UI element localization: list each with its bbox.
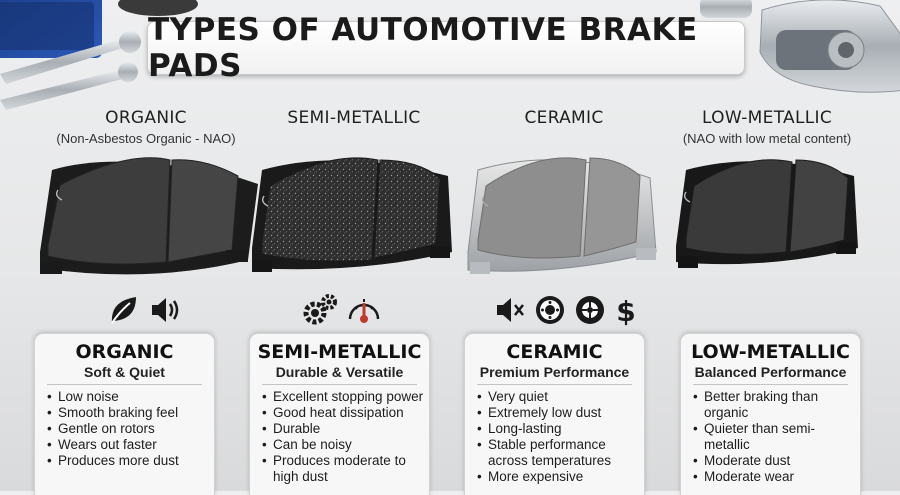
list-item: Wears out faster bbox=[47, 437, 210, 453]
column-heading-semi-metallic: SEMI-METALLIC bbox=[244, 108, 464, 128]
organic-brake-pad bbox=[40, 157, 258, 275]
column-subtitle: (Non-Asbestos Organic - NAO) bbox=[56, 131, 236, 146]
card-title: ORGANIC bbox=[75, 341, 174, 363]
card-tagline: Premium Performance bbox=[477, 364, 632, 385]
info-card-semi-metallic: SEMI-METALLIC Durable & Versatile Excell… bbox=[249, 333, 430, 495]
list-item: Better braking than organic bbox=[693, 389, 856, 421]
list-item: Durable bbox=[262, 421, 425, 437]
column-heading-organic: ORGANIC (Non-Asbestos Organic - NAO) bbox=[36, 108, 256, 146]
temperature-gauge-icon bbox=[346, 293, 382, 327]
ceramic-brake-pad bbox=[467, 157, 657, 274]
page-title: TYPES OF AUTOMOTIVE BRAKE PADS bbox=[148, 12, 698, 84]
icons-ceramic: $ bbox=[476, 292, 656, 328]
list-item: Stable performance across temperatures bbox=[477, 437, 640, 469]
list-item: Moderate dust bbox=[693, 453, 856, 469]
card-title: LOW-METALLIC bbox=[691, 341, 850, 363]
list-item: Long-lasting bbox=[477, 421, 640, 437]
tire-icon bbox=[574, 294, 606, 326]
rotor-icon bbox=[534, 294, 566, 326]
card-tagline: Durable & Versatile bbox=[262, 364, 417, 385]
list-item: Excellent stopping power bbox=[262, 389, 425, 405]
card-tagline: Balanced Performance bbox=[693, 364, 848, 385]
card-tagline: Soft & Quiet bbox=[47, 364, 202, 385]
bowl-icon bbox=[118, 0, 198, 16]
feature-list: Better braking than organic Quieter than… bbox=[681, 389, 860, 485]
info-card-low-metallic: LOW-METALLIC Balanced Performance Better… bbox=[680, 333, 861, 495]
list-item: More expensive bbox=[477, 469, 640, 485]
icons-organic bbox=[54, 292, 234, 328]
feature-list: Low noise Smooth braking feel Gentle on … bbox=[35, 389, 214, 469]
list-item: Produces more dust bbox=[47, 453, 210, 469]
title-plate: TYPES OF AUTOMOTIVE BRAKE PADS bbox=[147, 12, 745, 84]
wrench-icon bbox=[0, 31, 141, 110]
column-name: ORGANIC bbox=[105, 108, 187, 128]
list-item: Smooth braking feel bbox=[47, 405, 210, 421]
list-item: Low noise bbox=[47, 389, 210, 405]
speaker-mute-icon bbox=[494, 294, 526, 326]
column-name: LOW-METALLIC bbox=[701, 108, 833, 128]
gears-icon bbox=[302, 293, 338, 327]
list-item: Quieter than semi-metallic bbox=[693, 421, 856, 453]
column-name: CERAMIC bbox=[524, 108, 604, 128]
info-card-organic: ORGANIC Soft & Quiet Low noise Smooth br… bbox=[34, 333, 215, 495]
icons-semi-metallic bbox=[252, 292, 432, 328]
speaker-quiet-icon bbox=[148, 293, 182, 327]
low-metallic-brake-pad bbox=[676, 159, 858, 268]
semi-metallic-brake-pad bbox=[252, 157, 452, 272]
list-item: Moderate wear bbox=[693, 469, 856, 485]
card-title: CERAMIC bbox=[506, 341, 603, 363]
svg-text:$: $ bbox=[616, 295, 635, 326]
tool-tray bbox=[0, 0, 102, 58]
list-item: Very quiet bbox=[477, 389, 640, 405]
column-heading-ceramic: CERAMIC bbox=[454, 108, 674, 128]
list-item: Produces moderate to high dust bbox=[262, 453, 425, 485]
feature-list: Very quiet Extremely low dust Long-lasti… bbox=[465, 389, 644, 485]
dollar-icon: $ bbox=[614, 294, 638, 326]
list-item: Can be noisy bbox=[262, 437, 425, 453]
column-subtitle: (NAO with low metal content) bbox=[682, 131, 852, 146]
card-title: SEMI-METALLIC bbox=[257, 341, 422, 363]
list-item: Gentle on rotors bbox=[47, 421, 210, 437]
brake-caliper-icon bbox=[700, 0, 900, 93]
column-heading-low-metallic: LOW-METALLIC (NAO with low metal content… bbox=[657, 108, 877, 146]
column-name: SEMI-METALLIC bbox=[287, 108, 421, 128]
list-item: Extremely low dust bbox=[477, 405, 640, 421]
list-item: Good heat dissipation bbox=[262, 405, 425, 421]
info-card-ceramic: CERAMIC Premium Performance Very quiet E… bbox=[464, 333, 645, 495]
feature-list: Excellent stopping power Good heat dissi… bbox=[250, 389, 429, 485]
leaf-icon bbox=[106, 293, 140, 327]
